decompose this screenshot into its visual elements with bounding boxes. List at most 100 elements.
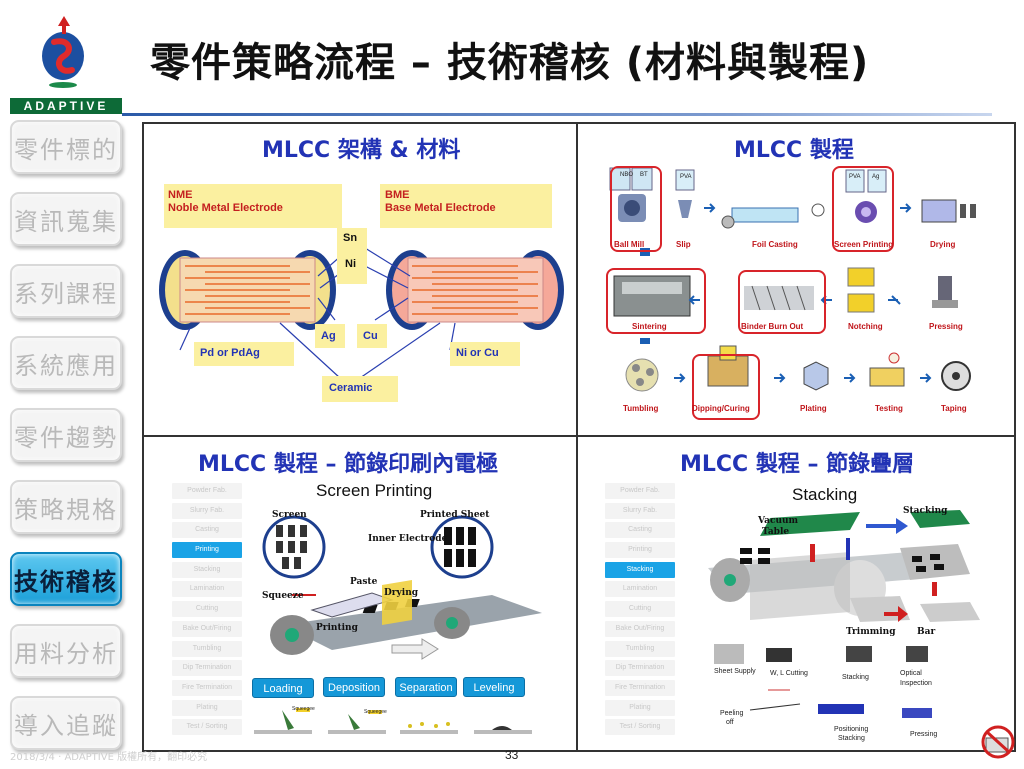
pd-box — [194, 342, 294, 366]
peeling-label: Peeling — [720, 710, 744, 717]
ceramic-label: Ceramic — [329, 382, 373, 394]
mlcc-structure-diagram — [159, 247, 564, 379]
nav-item-parts-target[interactable]: 零件標的 — [10, 120, 122, 174]
br-step-item: Plating — [605, 699, 675, 716]
br-step-item: Lamination — [605, 581, 675, 598]
ag-label: Ag — [321, 330, 336, 342]
nav-item-tech-audit[interactable]: 技術稽核 — [10, 552, 122, 606]
grid-divider-vertical — [576, 122, 578, 752]
leveling-button[interactable]: Leveling — [463, 677, 525, 697]
screen-printing-subtitle: Screen Printing — [316, 481, 433, 500]
step-drying: Drying — [930, 240, 956, 249]
bl-step-item: Fire Termination — [172, 679, 242, 696]
deposition-button[interactable]: Deposition — [323, 677, 385, 697]
squeegee-label-1: Squeegee — [292, 706, 315, 712]
nav-item-system-application[interactable]: 系統應用 — [10, 336, 122, 390]
nme-label: NME — [168, 189, 193, 201]
brand-text: ADAPTIVE — [23, 99, 109, 113]
bl-step-item: Stacking — [172, 561, 242, 578]
nav-item-info-collection[interactable]: 資訊蒐集 — [10, 192, 122, 246]
bl-step-item: Cutting — [172, 601, 242, 618]
bme-label: BME — [385, 189, 410, 201]
step-screen-printing: Screen Printing — [834, 240, 894, 249]
positioning-stacking-label: Stacking — [838, 735, 865, 742]
nicu-box — [450, 342, 520, 366]
nav-item-parts-trend[interactable]: 零件趨勢 — [10, 408, 122, 462]
printing-steps-illustration — [254, 708, 532, 734]
panel-title-stacking: MLCC 製程 – 節錄疊層 — [680, 452, 915, 477]
page-title: 零件策略流程 – 技術稽核 (材料與製程) — [150, 40, 870, 86]
pressing-label: Pressing — [910, 731, 938, 738]
br-step-item: Printing — [605, 542, 675, 559]
trimming-label: Trimming — [846, 627, 896, 637]
nme-box — [164, 184, 342, 228]
wl-cutting-label: W, L Cutting — [770, 670, 808, 677]
nav-item-strategy-spec[interactable]: 策略規格 — [10, 480, 122, 534]
printing-label: Printing — [316, 623, 358, 633]
step-sintering: Sintering — [632, 322, 667, 331]
step-binder-burn-out: Binder Burn Out — [741, 322, 804, 331]
ag-box — [315, 324, 345, 348]
stacking-steps-illustration — [714, 644, 932, 718]
bl-step-item: Powder Fab. — [172, 483, 242, 499]
inspection-label: Inspection — [900, 680, 932, 687]
br-step-item: Tumbling — [605, 640, 675, 657]
nav-item-material-analysis[interactable]: 用料分析 — [10, 624, 122, 678]
sheet-supply-label: Sheet Supply — [714, 668, 756, 675]
nav-item-course-series[interactable]: 系列課程 — [10, 264, 122, 318]
company-logo — [42, 16, 84, 88]
dipping-curing-highlight — [692, 354, 760, 420]
jar-ag-label: Ag — [872, 174, 880, 180]
br-step-item: Dip Termination — [605, 660, 675, 677]
bl-step-item: Dip Termination — [172, 660, 242, 677]
bl-step-item: Casting — [172, 522, 242, 539]
printed-sheet-label: Printed Sheet — [420, 510, 490, 520]
br-step-item: Stacking — [605, 561, 675, 578]
panel-title-structure: MLCC 架構 & 材料 — [262, 138, 461, 163]
sn-ni-box — [337, 228, 367, 284]
squeegee-label-2: Squeegee — [364, 709, 387, 715]
step-foil-casting: Foil Casting — [752, 240, 798, 249]
bl-step-item: Lamination — [172, 581, 242, 598]
bl-step-item: Slurry Fab. — [172, 502, 242, 519]
separation-button[interactable]: Separation — [395, 677, 457, 697]
inner-electrode-label: Inner Electrode — [368, 534, 448, 544]
drying-label: Drying — [384, 588, 419, 598]
screen-printing-diagram — [262, 515, 542, 660]
bme-box — [380, 184, 552, 228]
step-pressing: Pressing — [929, 322, 963, 331]
binder-burn-out-highlight — [738, 270, 826, 334]
ceramic-box — [322, 376, 398, 402]
screen-printing-highlight — [832, 166, 894, 252]
nav-item-import-tracking[interactable]: 導入追蹤 — [10, 696, 122, 750]
table-label: Table — [762, 527, 790, 537]
br-step-item: Fire Termination — [605, 679, 675, 696]
grid-divider-horizontal — [142, 435, 1016, 437]
step-dipping-curing: Dipping/Curing — [692, 404, 750, 413]
sintering-highlight — [606, 268, 706, 334]
optical-label: Optical — [900, 670, 922, 677]
jar-pva2-label: PVA — [849, 174, 861, 180]
ni-label: Ni — [345, 258, 356, 270]
bme-full-label: Base Metal Electrode — [385, 202, 496, 214]
br-step-item: Cutting — [605, 601, 675, 618]
step-testing: Testing — [875, 404, 903, 413]
step-slip: Slip — [676, 240, 691, 249]
page-number: 33 — [505, 748, 519, 762]
loading-button[interactable]: Loading — [252, 678, 314, 698]
stacking-label: Stacking — [903, 506, 948, 516]
nme-full-label: Noble Metal Electrode — [168, 202, 283, 214]
bar-label: Bar — [917, 627, 936, 637]
paste-label: Paste — [350, 577, 378, 587]
panel-title-screen-printing: MLCC 製程 – 節錄印刷內電極 — [198, 452, 499, 477]
step-plating: Plating — [800, 404, 827, 413]
bl-step-item: Bake Out/Firing — [172, 620, 242, 637]
step-notching: Notching — [848, 322, 883, 331]
cu-label: Cu — [363, 330, 378, 342]
no-copy-icon — [981, 725, 1015, 759]
header-rule — [122, 113, 992, 116]
br-step-item: Casting — [605, 522, 675, 539]
cu-box — [357, 324, 387, 348]
